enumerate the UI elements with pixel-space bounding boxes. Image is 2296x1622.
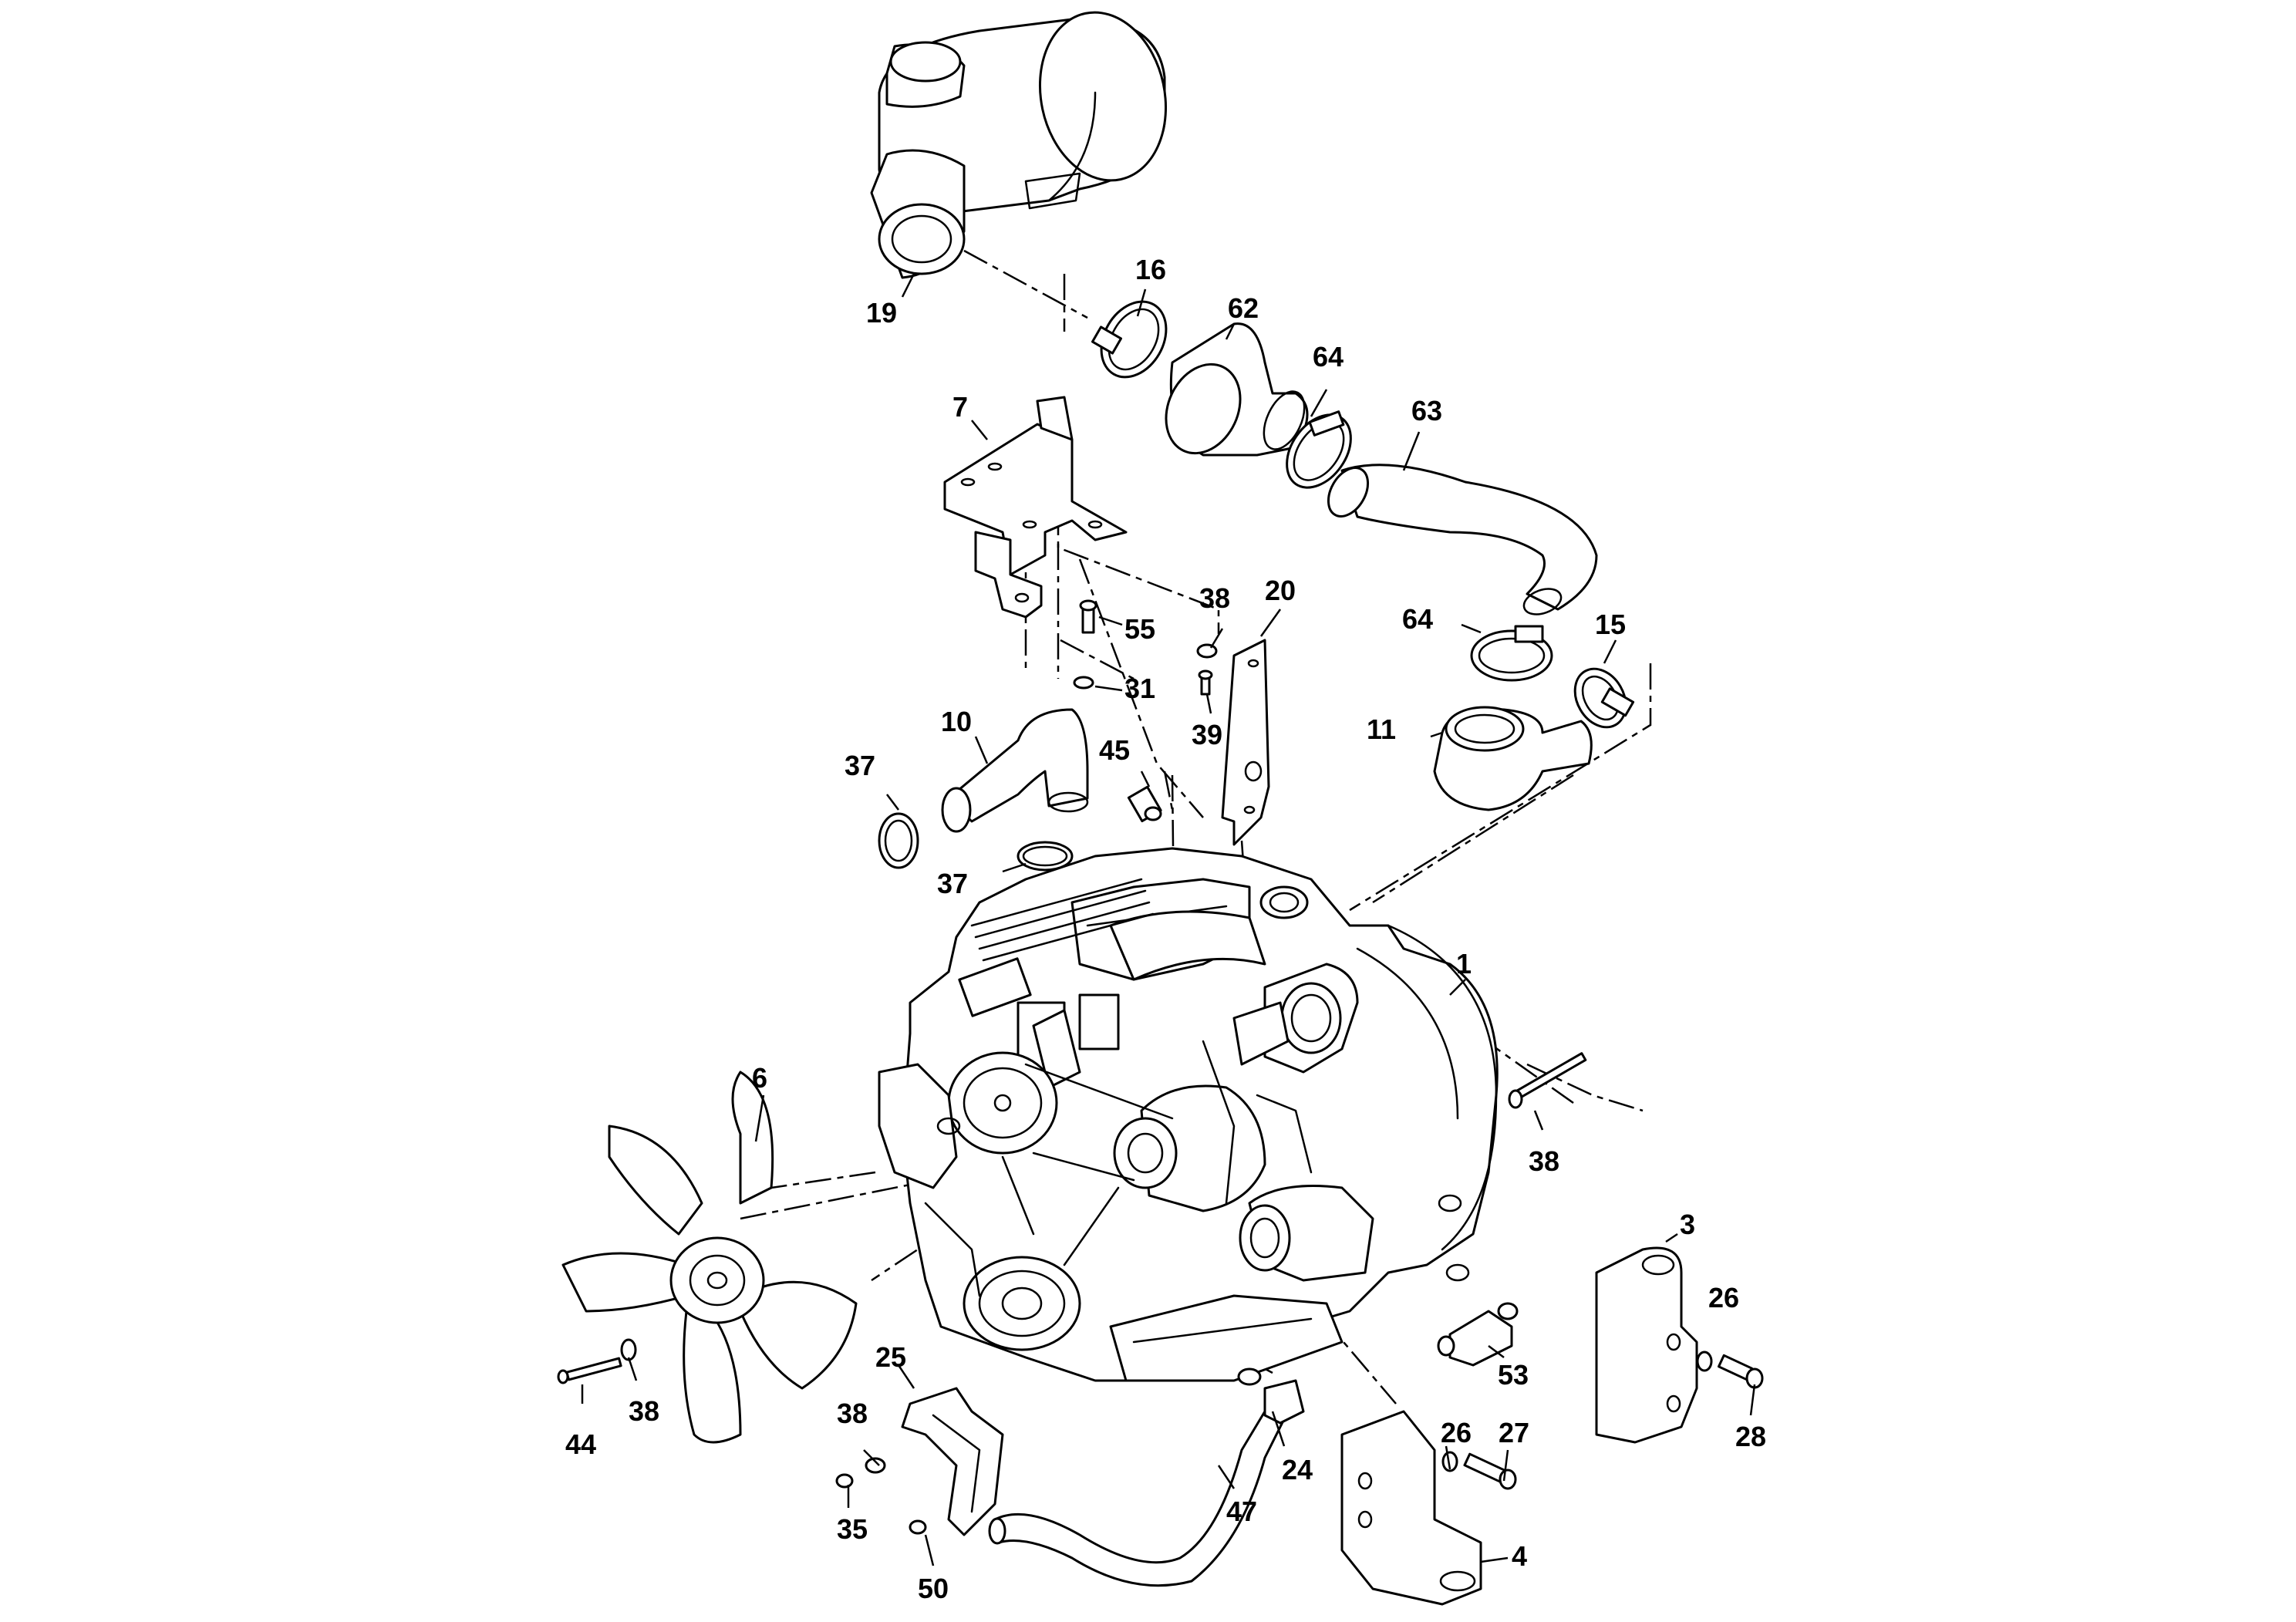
callout-38-left: 38 — [837, 1398, 868, 1429]
callout-31: 31 — [1124, 673, 1155, 704]
bolt-38-right — [1508, 1052, 1587, 1109]
fitting-24 — [1237, 1367, 1305, 1425]
callout-27: 27 — [1499, 1417, 1529, 1448]
callout-10: 10 — [941, 706, 972, 737]
air-cleaner-assembly — [870, 11, 1168, 279]
callout-39: 39 — [1192, 719, 1222, 750]
callout-63: 63 — [1411, 395, 1442, 427]
callout-3: 3 — [1680, 1209, 1695, 1240]
fitting-45 — [1127, 785, 1162, 823]
callout-1: 1 — [1456, 948, 1472, 980]
hose-clamp-16 — [1091, 300, 1168, 379]
hose-clamp-64-upper — [1286, 410, 1352, 489]
callout-labels: 1 3 4 6 7 10 11 15 16 19 20 24 25 26 26 … — [565, 254, 1766, 1604]
mount-bracket-3 — [1595, 1246, 1698, 1444]
hose-47 — [988, 1410, 1286, 1587]
callout-45: 45 — [1099, 734, 1130, 766]
callout-55: 55 — [1124, 613, 1155, 645]
callout-38-right: 38 — [1529, 1145, 1559, 1177]
callout-4: 4 — [1512, 1540, 1527, 1572]
washer-26-upper — [1696, 1351, 1713, 1372]
washer-31 — [1073, 676, 1094, 690]
strap-20 — [1221, 639, 1270, 846]
bolt-50 — [909, 1519, 927, 1535]
callout-26-upper: 26 — [1708, 1282, 1739, 1313]
callout-38-top: 38 — [1199, 582, 1230, 614]
intake-hose-63 — [1327, 464, 1598, 615]
fan-6 — [561, 1071, 858, 1444]
callout-25: 25 — [875, 1341, 906, 1373]
nut-35 — [835, 1473, 854, 1489]
callout-47: 47 — [1226, 1496, 1257, 1527]
sensor-53 — [1437, 1302, 1519, 1367]
elbow-hose-11 — [1433, 706, 1593, 811]
callout-35: 35 — [837, 1513, 868, 1545]
callout-20: 20 — [1265, 575, 1296, 606]
hose-clamp-37-lower — [1017, 841, 1074, 872]
callout-64-lower: 64 — [1402, 603, 1433, 635]
hose-clamp-15 — [1573, 667, 1635, 729]
washer-26-lower — [1441, 1451, 1458, 1472]
callout-7: 7 — [952, 391, 968, 423]
callout-50: 50 — [918, 1573, 949, 1604]
callout-64-upper: 64 — [1313, 341, 1344, 373]
callout-37-lower: 37 — [937, 868, 968, 899]
washer-38-left — [865, 1457, 886, 1474]
callout-16: 16 — [1135, 254, 1166, 285]
engine-block-1 — [878, 847, 1499, 1382]
callout-37-upper: 37 — [845, 750, 875, 781]
callout-28: 28 — [1735, 1421, 1766, 1452]
screw-39 — [1198, 669, 1213, 696]
mount-bracket-4 — [1340, 1410, 1482, 1606]
callout-44: 44 — [565, 1428, 596, 1460]
bolt-55 — [1079, 599, 1097, 634]
callout-24: 24 — [1282, 1454, 1313, 1485]
callout-38-fan: 38 — [629, 1395, 659, 1427]
callout-53: 53 — [1498, 1359, 1529, 1391]
bolt-27 — [1463, 1452, 1517, 1490]
callout-15: 15 — [1595, 609, 1626, 640]
washer-38-fan — [620, 1338, 637, 1361]
washer-38-top — [1196, 643, 1218, 659]
callout-11: 11 — [1367, 713, 1396, 745]
callout-19: 19 — [866, 297, 897, 329]
bolt-28 — [1717, 1354, 1764, 1389]
callout-26-lower: 26 — [1441, 1417, 1472, 1448]
callout-62: 62 — [1228, 292, 1259, 324]
hose-clamp-64-lower — [1470, 625, 1553, 682]
leader-lines — [581, 273, 1756, 1566]
bolt-44 — [557, 1357, 622, 1384]
hose-clamp-37-left — [878, 812, 919, 869]
bracket-7 — [943, 396, 1128, 619]
hose-10 — [941, 708, 1089, 833]
bracket-25 — [901, 1387, 1004, 1536]
intake-hose-62 — [1165, 322, 1309, 457]
callout-6: 6 — [752, 1062, 767, 1094]
